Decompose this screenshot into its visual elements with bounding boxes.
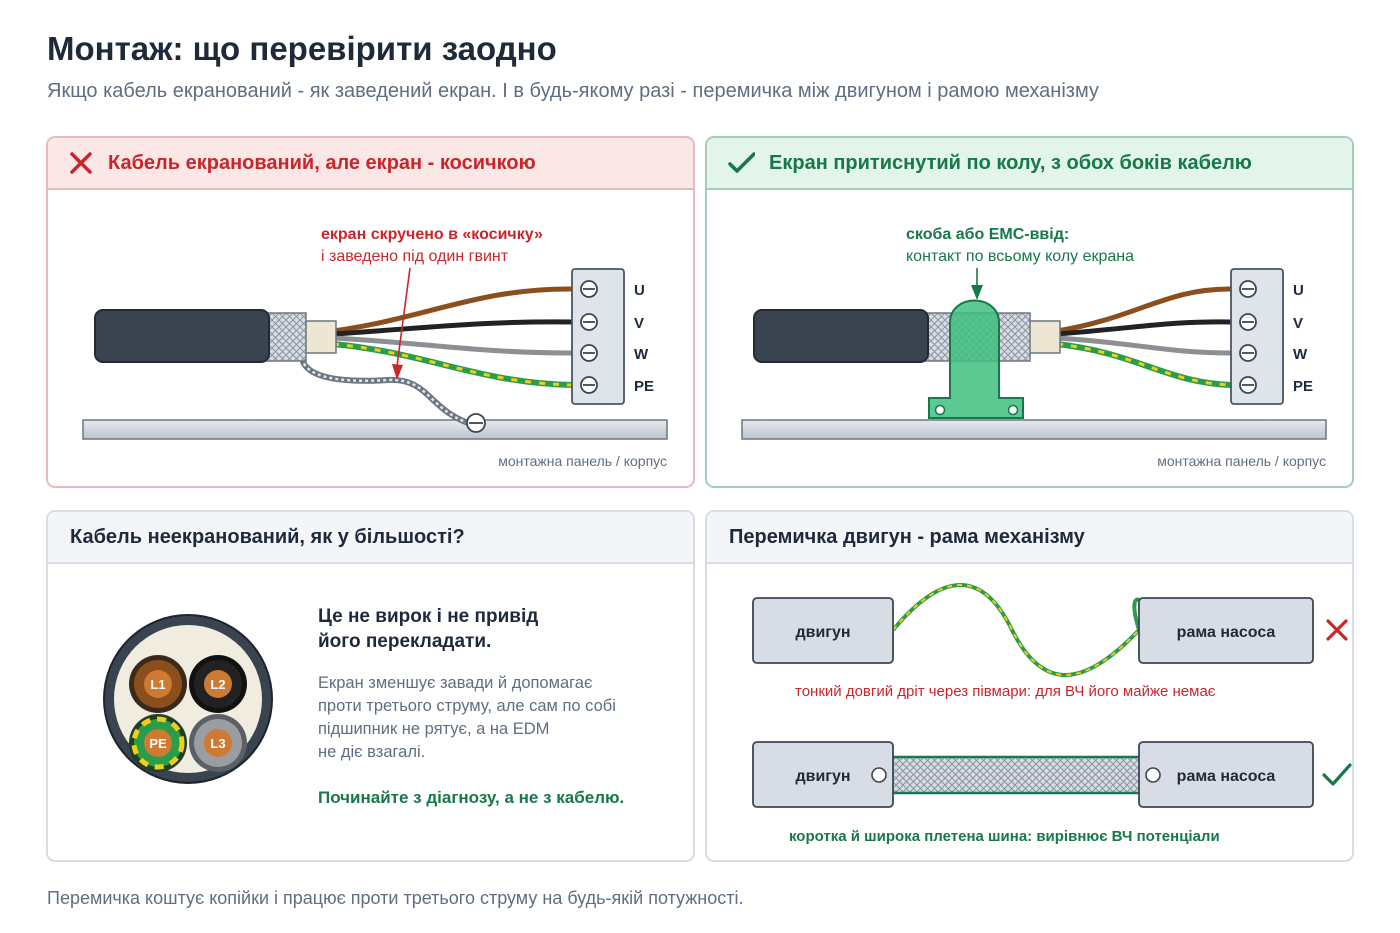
unshielded-heading: Це не вирок і не привід його перекладати…	[318, 606, 539, 652]
terminal-block	[571, 268, 625, 405]
panel-good-header: Екран притиснутий по колу, з обох боків …	[707, 138, 1352, 190]
good-shield-diagram: UVW PE скоба або EMC-ввід: контакт по всь…	[741, 226, 1327, 469]
panel-unshielded: Кабель неекранований, як у більшості? L1…	[46, 510, 695, 862]
terminal-label-u: U	[1293, 282, 1304, 299]
terminal-label-w: W	[1293, 346, 1308, 363]
good-caption: коротка й широка плетена шина: вирівнює …	[789, 828, 1220, 845]
emc-clamp	[928, 299, 1024, 419]
conductor-l1: L1	[150, 677, 165, 692]
mounting-panel	[82, 419, 668, 440]
terminal-label-pe: PE	[1293, 378, 1313, 395]
panel-label: монтажна панель / корпус	[498, 453, 667, 469]
panel-label: монтажна панель / корпус	[1157, 453, 1326, 469]
panel-bad-shield: Кабель екранований, але екран - косичкою	[46, 136, 695, 488]
panel-jumper: Перемичка двигун - рама механізму двигун…	[705, 510, 1354, 862]
braided-strap	[886, 755, 1145, 795]
annotation-normal: і заведено під один гвинт	[321, 248, 509, 265]
frame-box-bad	[1138, 597, 1314, 664]
terminal-label-v: V	[1293, 315, 1303, 332]
annotation-strong: екран скручено в «косичку»	[321, 226, 543, 243]
cross-icon	[1326, 619, 1348, 641]
cable-jacket	[94, 309, 270, 363]
wire-u	[332, 286, 574, 334]
annotation-normal: контакт по всьому колу екрана	[906, 248, 1134, 265]
frame-label: рама насоса	[1177, 624, 1276, 641]
motor-label: двигун	[795, 768, 850, 785]
mounting-panel	[741, 419, 1327, 440]
page-title: Монтаж: що перевірити заодно	[47, 30, 557, 67]
panel-unshielded-header: Кабель неекранований, як у більшості?	[48, 512, 693, 564]
terminal-label-v: V	[634, 315, 644, 332]
check-icon	[728, 152, 755, 173]
unshielded-cta: Починайте з діагнозу, а не з кабелю.	[318, 788, 625, 807]
conductor-pe: PE	[149, 736, 167, 751]
motor-box-good	[752, 741, 894, 808]
terminal-label-pe: PE	[634, 378, 654, 395]
wire-w	[1056, 335, 1233, 356]
wire-u	[1056, 286, 1233, 334]
panel-good-shield: Екран притиснутий по колу, з обох боків …	[705, 136, 1354, 488]
panel-good-title: Екран притиснутий по колу, з обох боків …	[769, 151, 1252, 174]
panel-bad-title: Кабель екранований, але екран - косичкою	[108, 151, 536, 174]
conductor-l2: L2	[210, 677, 225, 692]
bad-caption: тонкий довгий дріт через півмари: для ВЧ…	[795, 683, 1216, 700]
wire-v	[1056, 319, 1233, 337]
pigtail-wire	[298, 343, 471, 426]
terminal-block	[1230, 268, 1284, 405]
page-subtitle: Якщо кабель екранований - як заведений е…	[47, 80, 1099, 102]
motor-label: двигун	[795, 624, 850, 641]
cross-icon	[70, 152, 92, 174]
unshielded-explanation: Це не вирок і не привід його перекладати…	[318, 604, 678, 808]
thin-wire	[891, 583, 1148, 677]
terminal-label-w: W	[634, 346, 649, 363]
wire-w	[332, 335, 574, 356]
conductor-l3: L3	[210, 736, 225, 751]
cable-cross-section: L1 L2 PE L3	[103, 614, 273, 784]
unshielded-body: Екран зменшує завади й допомагає проти т…	[318, 674, 616, 761]
terminal-label-u: U	[634, 282, 645, 299]
annotation-strong: скоба або EMC-ввід:	[906, 226, 1069, 243]
wire-v	[332, 319, 574, 337]
frame-box-good	[1138, 741, 1314, 808]
annotation-arrow	[396, 267, 411, 367]
cable-jacket	[753, 309, 929, 363]
frame-label: рама насоса	[1177, 768, 1276, 785]
cable-shield-braid	[263, 312, 307, 362]
panel-jumper-header: Перемичка двигун - рама механізму	[707, 512, 1352, 564]
panel-bad-header: Кабель екранований, але екран - косичкою	[48, 138, 693, 190]
motor-box-bad	[752, 597, 894, 664]
page-footer: Перемичка коштує копійки і працює проти …	[47, 888, 744, 908]
bad-shield-diagram: UVW PE екран скручено в «косичку» і завед…	[82, 226, 668, 469]
check-icon	[1322, 763, 1352, 786]
jumper-diagram: двигун рама насоса тонкий довгий дріт че…	[752, 583, 1352, 845]
